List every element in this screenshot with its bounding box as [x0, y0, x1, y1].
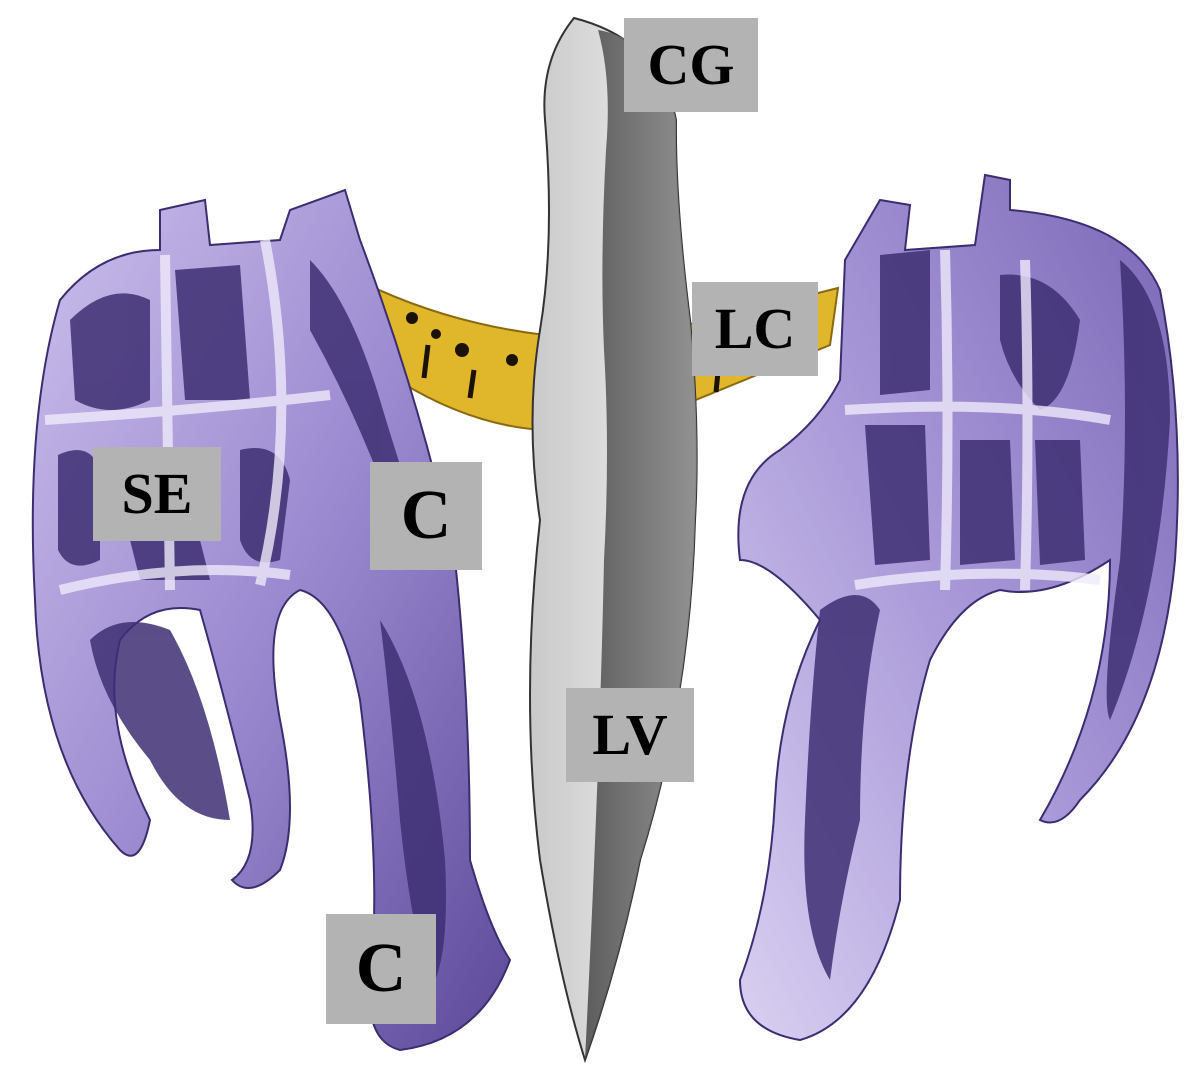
label-concha-upper: C — [370, 462, 482, 570]
label-crista-galli: CG — [624, 18, 758, 112]
label-lamina-verticalis: LV — [566, 688, 694, 782]
label-concha-lower: C — [326, 914, 436, 1024]
perpendicular-plate — [530, 18, 697, 1060]
label-sinus-ethmoidales: SE — [93, 447, 221, 541]
label-lamina-cribrosa: LC — [692, 282, 818, 376]
